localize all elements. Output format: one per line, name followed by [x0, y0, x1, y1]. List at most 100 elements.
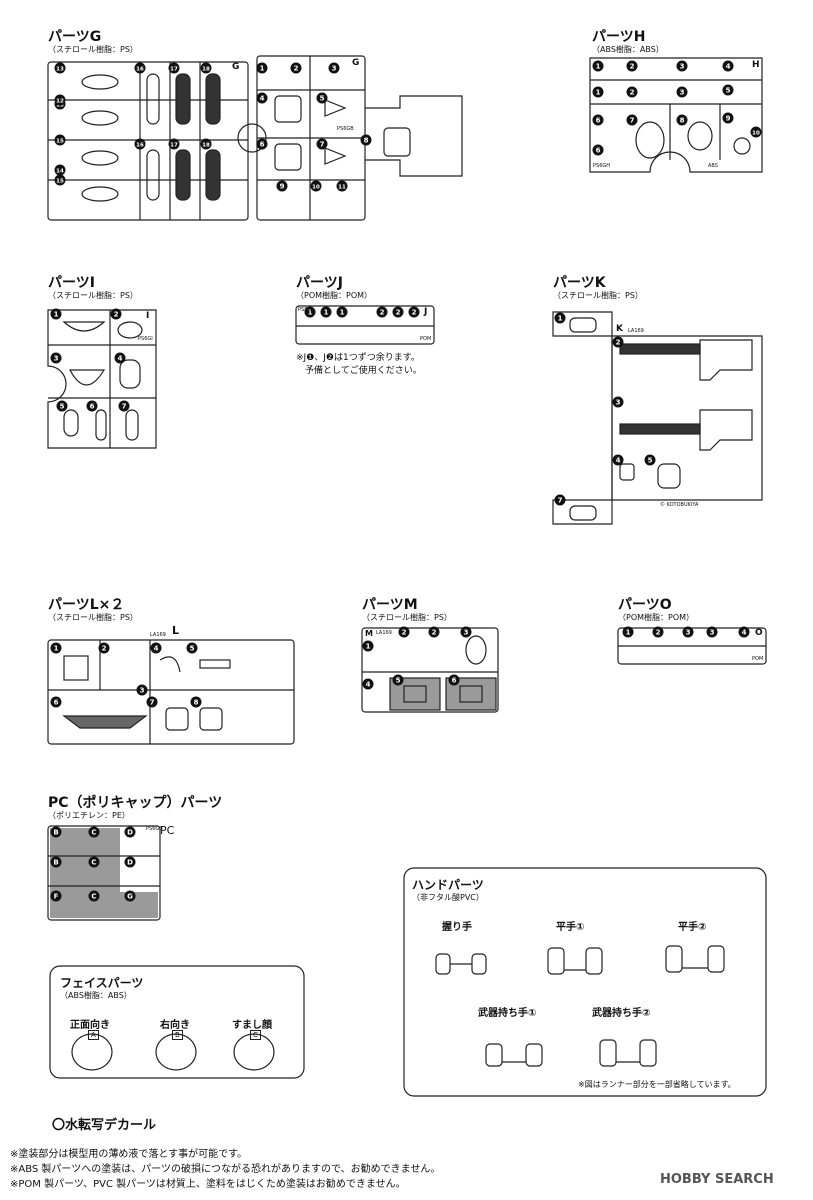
part-number-badge-g: [200, 138, 212, 150]
part-number-g: 5: [320, 95, 325, 103]
parts-o-title: パーツO: [618, 597, 672, 613]
part-number-badge-h: [722, 112, 734, 124]
hand-box: [403, 867, 767, 1097]
runner-h-code-b: ABS: [708, 163, 718, 169]
part-number-badge-g: [54, 134, 66, 146]
part-number-badge-m: [398, 626, 410, 638]
part-number-badge-g: [256, 138, 268, 150]
part-number-badge-g: [290, 62, 302, 74]
part-number-badge-pc: [88, 890, 100, 902]
part-number-l: 3: [140, 687, 145, 695]
part-number-i: 2: [114, 311, 119, 319]
runner-i-code: PS6GI: [138, 336, 153, 342]
part-number-h: 5: [726, 87, 731, 95]
part-number-o: 4: [742, 629, 747, 637]
part-number-badge-j: [408, 306, 420, 318]
parts-g-material: （スチロール樹脂：PS）: [48, 45, 138, 54]
part-number-badge-o: [682, 626, 694, 638]
part-number-badge-g: [54, 62, 66, 74]
runner-k-code: LA169: [628, 328, 644, 334]
part-number-g: 16: [136, 67, 144, 73]
part-number-g: 14: [56, 169, 64, 175]
part-number-h: 10: [752, 131, 760, 137]
part-number-o: 1: [626, 629, 631, 637]
hand-label-weapon-2: 武器持ち手②: [592, 1008, 651, 1019]
part-number-badge-k: [554, 312, 566, 324]
part-number-badge-m: [448, 674, 460, 686]
part-number-o: 3: [686, 629, 691, 637]
runner-g-letter-2: G: [352, 58, 360, 68]
part-number-h: 6: [596, 117, 601, 125]
part-number-pc: G: [127, 893, 133, 901]
part-number-badge-g: [336, 180, 348, 192]
parts-j-note-2: 予備としてご使用ください。: [305, 366, 422, 376]
part-number-badge-h: [722, 60, 734, 72]
part-number-badge-pc: [124, 856, 136, 868]
part-number-g: 12: [56, 99, 64, 105]
parts-i-title: パーツI: [48, 275, 95, 291]
part-number-h: 3: [680, 89, 685, 97]
parts-i-material: （スチロール樹脂：PS）: [48, 291, 138, 300]
part-number-badge-h: [676, 86, 688, 98]
hand-material: （非フタル酸PVC）: [412, 893, 484, 902]
part-number-badge-g: [360, 134, 372, 146]
part-number-g: 18: [202, 143, 210, 149]
part-number-badge-i: [56, 400, 68, 412]
part-number-h: 6: [596, 147, 601, 155]
part-number-k: 3: [616, 399, 621, 407]
part-number-j: 1: [308, 309, 313, 317]
part-number-k: 7: [558, 497, 563, 505]
watermark: HOBBY SEARCH: [660, 1172, 774, 1187]
part-number-k: 5: [648, 457, 653, 465]
part-number-badge-m: [428, 626, 440, 638]
part-number-pc: D: [127, 859, 133, 867]
part-number-h: 7: [630, 117, 635, 125]
parts-o-material: （POM樹脂：POM）: [618, 613, 695, 622]
part-number-g: 15: [56, 139, 64, 145]
part-number-k: 1: [558, 315, 563, 323]
part-number-h: 3: [680, 63, 685, 71]
part-number-badge-g: [168, 138, 180, 150]
part-number-g: 17: [170, 67, 178, 73]
part-number-g: 4: [260, 95, 265, 103]
part-number-badge-h: [676, 60, 688, 72]
runner-k-copyright: © KOTOBUKIYA: [660, 502, 699, 508]
runner-j-letter: J: [424, 307, 428, 317]
footer-note-3: ※POM 製パーツ、PVC 製パーツは材質上、塗料をはじくため塗装はお勧めできま…: [10, 1179, 406, 1190]
parts-pc-title: PC（ポリキャップ）パーツ: [48, 795, 223, 811]
parts-m-title: パーツM: [362, 597, 418, 613]
part-number-badge-g: [256, 62, 268, 74]
part-number-badge-o: [622, 626, 634, 638]
hand-label-grip: 握り手: [442, 922, 472, 933]
face-letter-c: C: [250, 1030, 261, 1040]
part-number-badge-k: [644, 454, 656, 466]
part-number-badge-g: [316, 138, 328, 150]
part-number-badge-pc: [50, 826, 62, 838]
runner-j-code: PS6GJ: [298, 307, 313, 313]
part-number-m: 5: [396, 677, 401, 685]
part-number-i: 3: [54, 355, 59, 363]
part-number-h: 8: [680, 117, 685, 125]
part-number-j: 1: [324, 309, 329, 317]
part-number-g: 13: [56, 67, 64, 73]
part-number-h: 2: [630, 63, 635, 71]
part-number-badge-g: [134, 62, 146, 74]
part-number-j: 1: [340, 309, 345, 317]
part-number-j: 2: [412, 309, 417, 317]
part-number-k: 2: [616, 339, 621, 347]
runner-g-left-frame: [47, 61, 249, 221]
runner-pc-letter: PC: [160, 824, 175, 837]
face-label-calm: すまし顔: [232, 1020, 272, 1031]
hand-label-weapon-1: 武器持ち手①: [478, 1008, 537, 1019]
face-label-right: 右向き: [160, 1020, 190, 1031]
part-number-badge-h: [592, 86, 604, 98]
part-number-badge-g: [256, 92, 268, 104]
part-number-badge-i: [118, 400, 130, 412]
part-number-badge-h: [626, 60, 638, 72]
runner-m-frame: [361, 627, 499, 713]
part-number-pc: C: [91, 893, 96, 901]
part-number-pc: B: [53, 829, 58, 837]
part-number-l: 1: [54, 645, 59, 653]
part-number-badge-l: [50, 642, 62, 654]
part-number-badge-o: [738, 626, 750, 638]
